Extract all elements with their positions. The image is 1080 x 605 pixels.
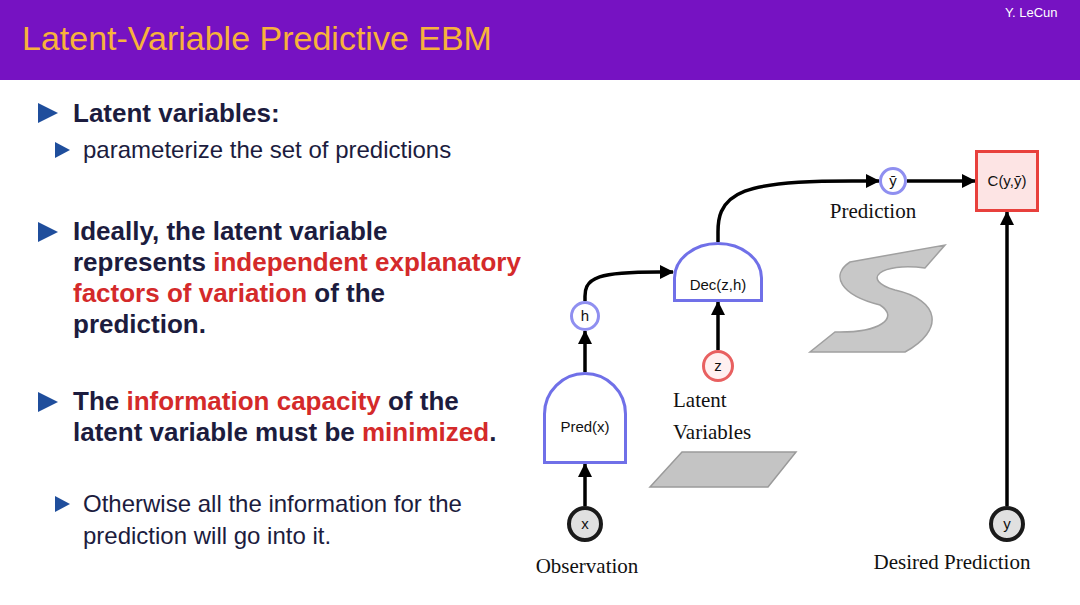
node-text: ȳ <box>889 172 897 190</box>
node-text: x <box>581 515 589 533</box>
dome-path <box>545 374 626 463</box>
arrow-connector <box>583 464 587 506</box>
bullet-triangle <box>38 103 58 123</box>
node-caption: Latent Variables <box>673 384 783 448</box>
node-caption: Desired Prediction <box>874 546 1031 578</box>
arrow-connector <box>1005 212 1009 506</box>
emphasis-text: information capacity <box>126 386 380 416</box>
prediction-node: ȳPrediction <box>879 167 907 195</box>
bullet-text: Otherwise all the information for the pr… <box>83 490 462 549</box>
arrow-connector <box>716 302 720 350</box>
node-caption: Prediction <box>830 195 916 227</box>
bullet-triangle <box>38 222 58 242</box>
arrow-connector <box>583 331 587 372</box>
node-text: Pred(x) <box>560 418 609 436</box>
node-text: C(y,ȳ) <box>988 172 1027 190</box>
bullet-text: Latent variables: <box>73 98 280 128</box>
emphasis-text: minimized <box>362 417 489 447</box>
text-block: The information capacity of the latent v… <box>73 386 513 448</box>
latent-node: zLatent Variables <box>702 350 734 382</box>
node-text: h <box>581 307 589 325</box>
bullet-text: parameterize the set of predictions <box>83 136 451 163</box>
observation-node: xObservation <box>567 506 603 542</box>
node-text: z <box>714 357 722 375</box>
text-block: Otherwise all the information for the pr… <box>83 488 515 552</box>
arrow-connector <box>585 272 673 301</box>
cost-module: C(y,ȳ) <box>975 150 1039 212</box>
bullet-text: . <box>489 417 496 447</box>
node-caption: Observation <box>536 550 639 582</box>
representation-node: h <box>570 301 600 331</box>
node-text: y <box>1003 515 1011 533</box>
bullet-text: The <box>73 386 119 416</box>
text-block: Ideally, the latent variable represents … <box>73 216 525 340</box>
prediction-manifold <box>810 245 945 352</box>
node-text: Dec(z,h) <box>690 276 747 294</box>
text-block: parameterize the set of predictions <box>83 134 553 166</box>
bullet-markers <box>38 103 70 512</box>
bullet-triangle <box>38 392 58 412</box>
text-block: Latent variables: <box>73 98 543 129</box>
dome-path <box>675 244 762 301</box>
bullet-triangle <box>55 496 70 512</box>
decoder-module: Dec(z,h) <box>673 242 763 302</box>
text-block: Y. LeCun <box>1005 5 1077 21</box>
bullet-triangle <box>55 142 70 158</box>
predictor-module: Pred(x) <box>543 372 627 464</box>
arrow-connector <box>907 179 975 183</box>
bullet-text: Y. LeCun <box>1005 5 1058 20</box>
target-node: yDesired Prediction <box>989 506 1025 542</box>
slide-title: Latent-Variable Predictive EBM <box>22 18 492 58</box>
latent-plane <box>650 452 796 487</box>
